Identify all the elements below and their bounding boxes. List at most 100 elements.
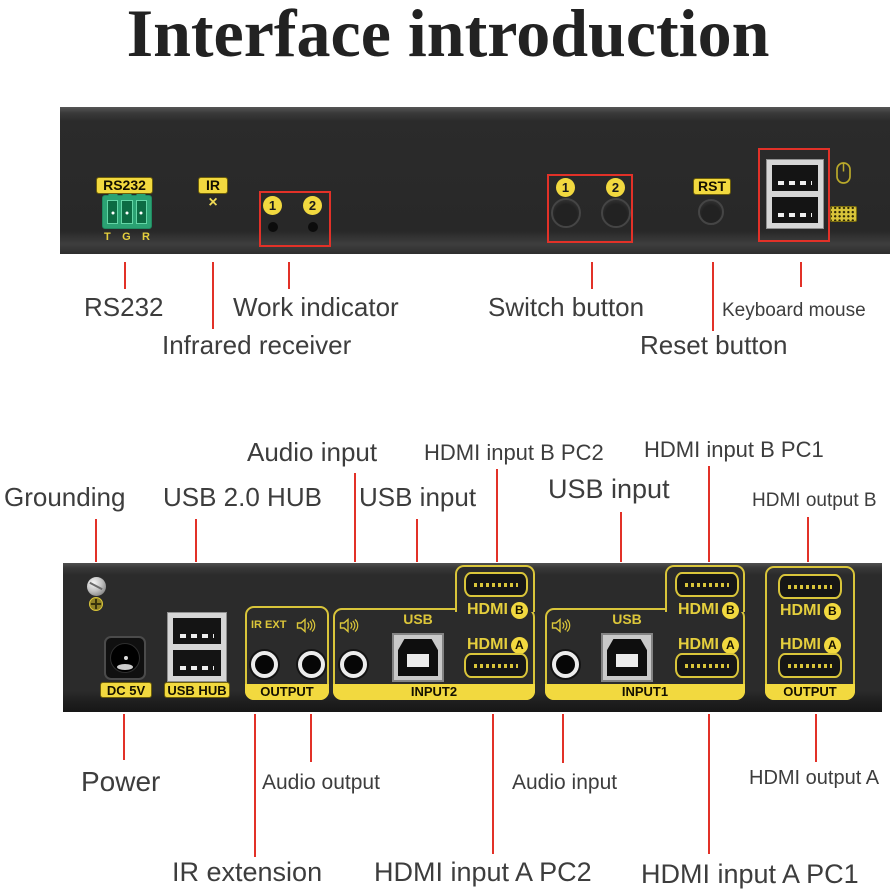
- hdmi-pins: [788, 663, 832, 668]
- output-hdmi-a-label: HDMI A: [780, 636, 841, 654]
- usb-contacts: [778, 213, 812, 217]
- usb-contacts: [778, 181, 812, 185]
- grounding-screw: [87, 577, 106, 596]
- front-panel: RS232 T G R IR × 1 2 1 2 RST: [60, 107, 890, 254]
- usb-ports-highlight-box: [758, 148, 830, 242]
- usb-hub-label-chip: USB HUB: [164, 682, 230, 698]
- output-right-section: OUTPUT: [765, 566, 855, 700]
- callout-hdmi-input-b-pc1: HDMI input B PC1: [644, 437, 824, 462]
- input2-usb-label: USB: [403, 611, 433, 627]
- badge-b: B: [510, 601, 528, 619]
- rs232-pin-labels: T G R: [104, 231, 150, 243]
- input1-usb-label: USB: [612, 611, 642, 627]
- dc5v-label-chip: DC 5V: [100, 682, 152, 698]
- hdmi-pins: [474, 663, 518, 668]
- callout-line-usb-input-1: [416, 519, 418, 562]
- input1-hdmi-a-label: HDMI A: [678, 636, 739, 654]
- grounding-washer: [89, 597, 103, 611]
- usb-b-recess: [398, 639, 438, 676]
- ir-label-chip: IR: [198, 177, 228, 194]
- hdmi-pins: [685, 663, 729, 668]
- pc2-usb-b-port: [392, 633, 444, 682]
- ir-receiver-mark: ×: [208, 194, 218, 211]
- input1-bar: INPUT1: [545, 684, 745, 700]
- indicator-1-led: [268, 222, 278, 232]
- usb-a-port: [772, 165, 818, 191]
- callout-work-indicator: Work indicator: [233, 292, 399, 322]
- callout-line-work-indicator: [288, 262, 290, 289]
- callout-line-usb-hub: [195, 519, 197, 562]
- callout-power: Power: [81, 766, 161, 797]
- hdmi-pins: [788, 584, 832, 589]
- callout-line-audio-input-top: [354, 473, 356, 562]
- callout-hdmi-output-a: HDMI output A: [749, 767, 880, 789]
- hdmi-text: HDMI: [467, 601, 508, 618]
- reset-button: [698, 199, 724, 225]
- terminal-pin: [139, 211, 143, 215]
- usb-b-tongue: [616, 653, 638, 667]
- work-indicator-highlight-box: [259, 191, 331, 247]
- hdmi-text: HDMI: [780, 602, 821, 619]
- callout-audio-output: Audio output: [262, 771, 380, 794]
- pc2-audio-input-jack: [340, 651, 367, 678]
- input2-hdmi-a-label: HDMI A: [467, 636, 528, 654]
- callout-line-keyboard-mouse: [800, 262, 802, 287]
- hdmi-text: HDMI: [467, 636, 508, 653]
- keyboard-mouse-usb-ports: [766, 159, 824, 229]
- callout-reset-button: Reset button: [640, 330, 788, 360]
- hdmi-text: HDMI: [780, 636, 821, 653]
- indicator-2-led: [308, 222, 318, 232]
- indicator-2-number: 2: [303, 196, 322, 215]
- terminal-tab: [122, 192, 132, 197]
- rst-label-chip: RST: [693, 178, 731, 195]
- callout-line-hdmi-output-b: [807, 517, 809, 562]
- output-hdmi-a-port: [778, 653, 842, 678]
- callout-line-hdmi-input-b-pc2: [496, 469, 498, 562]
- pin-t-label: T: [104, 231, 111, 243]
- pc2-hdmi-a-port: [464, 653, 528, 678]
- pc1-audio-input-jack: [552, 651, 579, 678]
- callout-line-reset: [712, 262, 714, 331]
- callout-line-usb-input-2: [620, 512, 622, 562]
- dc-jack-hole: [110, 643, 140, 673]
- indicator-1-number: 1: [263, 196, 282, 215]
- badge-a: A: [721, 636, 739, 654]
- callout-line-grounding: [95, 519, 97, 562]
- callout-line-power: [123, 714, 125, 760]
- callout-line-audio-output: [310, 714, 312, 762]
- back-panel: DC 5V USB HUB OUTPUT IR EXT INPUT2: [63, 563, 882, 712]
- output-hdmi-b-label: HDMI B: [780, 602, 841, 620]
- speaker-icon: [339, 618, 359, 633]
- hdmi-text: HDMI: [678, 636, 719, 653]
- input2-section: INPUT2: [333, 608, 535, 700]
- hdmi-text: HDMI: [678, 601, 719, 618]
- callout-line-rs232: [124, 262, 126, 289]
- usb-b-recess: [607, 639, 647, 676]
- callout-line-hdmi-input-a-pc1: [708, 714, 710, 854]
- callout-hdmi-input-b-pc2: HDMI input B PC2: [424, 440, 604, 465]
- dc-power-jack: [104, 636, 146, 680]
- callout-line-hdmi-input-a-pc2: [492, 714, 494, 854]
- speaker-icon: [551, 618, 571, 633]
- hdmi-pins: [474, 582, 518, 587]
- usb-a-port: [173, 618, 221, 644]
- usb-a-port: [173, 650, 221, 676]
- usb-contacts: [179, 634, 215, 638]
- usb-a-port: [772, 197, 818, 223]
- callout-hdmi-output-b: HDMI output B: [752, 490, 877, 511]
- callout-audio-input-bottom: Audio input: [512, 771, 618, 794]
- callout-line-infrared: [212, 262, 214, 329]
- terminal-tab: [136, 192, 146, 197]
- switch-button-highlight-box: [547, 174, 633, 243]
- callout-line-hdmi-input-b-pc1: [708, 466, 710, 562]
- dc-jack-pin: [124, 656, 128, 660]
- pin-g-label: G: [122, 231, 131, 243]
- usb-b-tongue: [407, 653, 429, 667]
- rs232-label-chip: RS232: [96, 177, 153, 194]
- terminal-slot: [121, 192, 133, 224]
- badge-b: B: [721, 601, 739, 619]
- audio-output-jack: [298, 651, 325, 678]
- callout-infrared-receiver: Infrared receiver: [162, 330, 352, 360]
- screw-slot: [89, 581, 103, 591]
